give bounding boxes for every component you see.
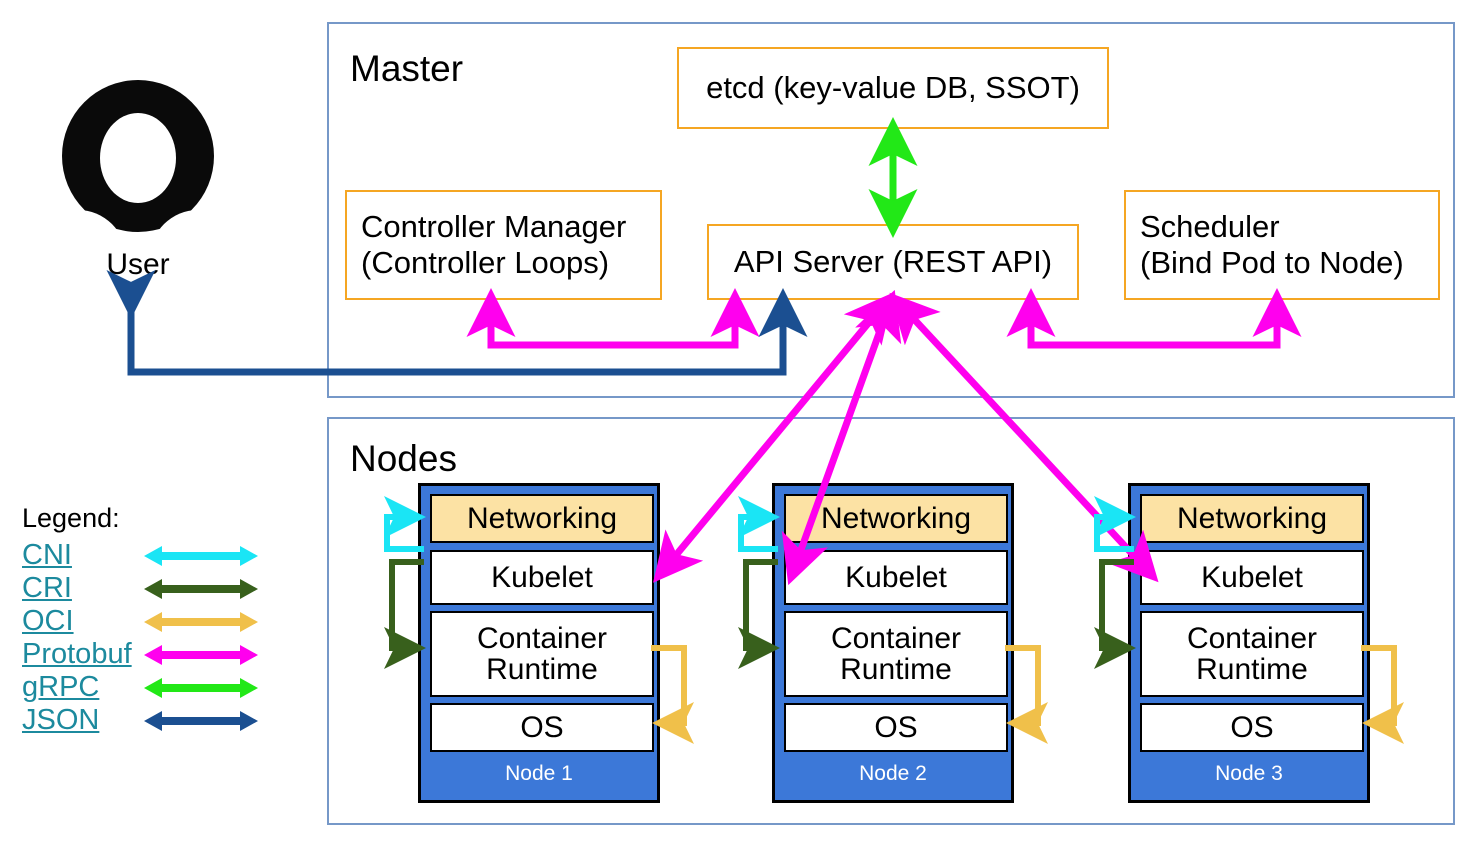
scheduler-box[interactable]: Scheduler (Bind Pod to Node) (1124, 190, 1440, 300)
controller-manager-label-line1: Controller Manager (361, 209, 627, 244)
legend-item-protobuf[interactable]: Protobuf (22, 638, 260, 671)
legend-title: Legend: (22, 503, 120, 533)
legend-swatch-json (144, 710, 258, 731)
node-1-networking-layer[interactable]: Networking (430, 494, 654, 543)
node-3-container-runtime-layer[interactable]: Container Runtime (1140, 611, 1364, 697)
etcd-label: etcd (key-value DB, SSOT) (706, 70, 1080, 105)
node-2-os-label: OS (874, 710, 918, 744)
legend-item-oci[interactable]: OCI (22, 605, 260, 638)
node-3-name-label: Node 3 (1215, 762, 1283, 785)
legend: Legend: CNI CRI OCI Protobuf (22, 505, 260, 737)
legend-item-cni[interactable]: CNI (22, 539, 260, 572)
legend-label-cri[interactable]: CRI (22, 572, 72, 604)
legend-item-cri[interactable]: CRI (22, 572, 260, 605)
node-2-container-runtime-label-line2: Runtime (840, 653, 952, 686)
user-label: User (106, 248, 170, 281)
node-3-kubelet-layer[interactable]: Kubelet (1140, 550, 1364, 605)
node-2-container-runtime-layer[interactable]: Container Runtime (784, 611, 1008, 697)
node-1-container-runtime-layer[interactable]: Container Runtime (430, 611, 654, 697)
node-3-os-label: OS (1230, 710, 1274, 744)
legend-label-cni[interactable]: CNI (22, 539, 72, 571)
node-2-container-runtime-label-line1: Container (830, 621, 962, 655)
scheduler-label-line2: (Bind Pod to Node) (1140, 245, 1404, 280)
node-1-os-label: OS (520, 710, 564, 744)
node-2-os-layer[interactable]: OS (784, 703, 1008, 752)
legend-swatch-oci (144, 611, 258, 632)
node-1-kubelet-label: Kubelet (491, 560, 593, 594)
legend-swatch-protobuf (144, 644, 258, 665)
legend-label-oci[interactable]: OCI (22, 605, 74, 637)
legend-label-grpc[interactable]: gRPC (22, 671, 100, 703)
node-card-3[interactable]: Networking Kubelet Container Runtime OS … (1128, 483, 1370, 803)
node-3-container-runtime-label-line2: Runtime (1196, 653, 1308, 686)
node-1-container-runtime-label-line2: Runtime (486, 653, 598, 686)
node-3-networking-label: Networking (1176, 501, 1328, 535)
node-3-os-layer[interactable]: OS (1140, 703, 1364, 752)
legend-swatch-grpc (144, 677, 258, 698)
legend-swatch-cni (144, 545, 258, 566)
legend-swatch-cri (144, 578, 258, 599)
master-group-title: Master (350, 48, 464, 89)
node-1-kubelet-layer[interactable]: Kubelet (430, 550, 654, 605)
nodes-group-title: Nodes (350, 438, 457, 479)
node-3-networking-layer[interactable]: Networking (1140, 494, 1364, 543)
node-1-networking-label: Networking (466, 501, 618, 535)
legend-item-grpc[interactable]: gRPC (22, 671, 260, 704)
legend-label-protobuf[interactable]: Protobuf (22, 638, 132, 670)
node-3-kubelet-label: Kubelet (1201, 560, 1303, 594)
scheduler-label-line1: Scheduler (1140, 209, 1280, 244)
node-2-name-label: Node 2 (859, 762, 927, 785)
node-card-1[interactable]: Networking Kubelet Container Runtime OS … (418, 483, 660, 803)
legend-item-json[interactable]: JSON (22, 704, 260, 737)
node-1-os-layer[interactable]: OS (430, 703, 654, 752)
node-1-name-label: Node 1 (505, 762, 573, 785)
node-3-container-runtime-label-line1: Container (1186, 621, 1318, 655)
legend-label-json[interactable]: JSON (22, 704, 100, 736)
node-1-container-runtime-label-line1: Container (476, 621, 608, 655)
